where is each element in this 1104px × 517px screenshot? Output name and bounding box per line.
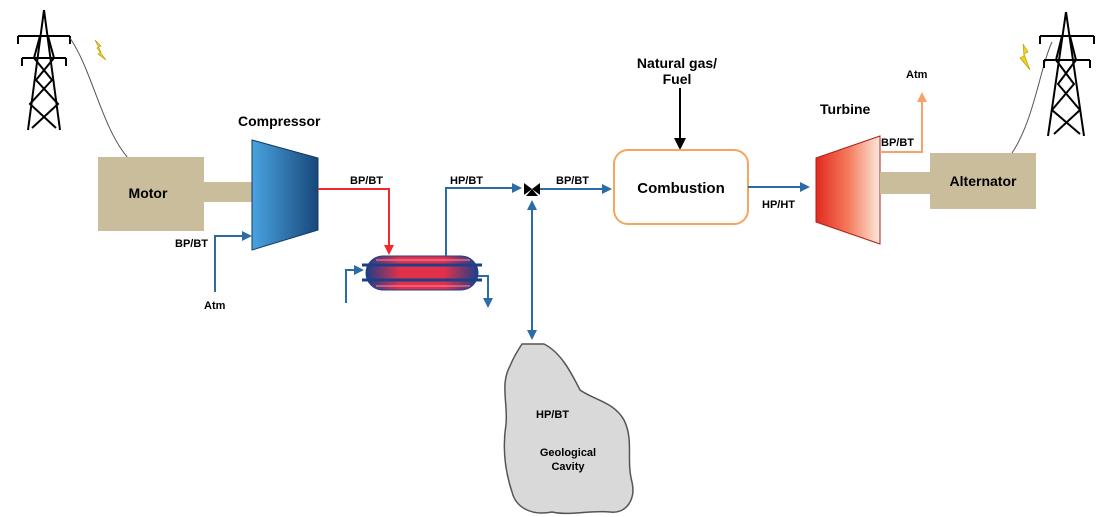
compressor-icon — [251, 139, 319, 251]
turbine-exhaust-pressure-label: BP/BT — [881, 137, 914, 149]
motor-box — [98, 157, 204, 231]
atm-outlet-label: Atm — [906, 69, 928, 81]
heat-exchanger-icon — [362, 255, 482, 291]
alternator-box — [930, 153, 1036, 209]
compressor-label: Compressor — [238, 113, 321, 129]
exchanger-outlet-pressure-label: HP/BT — [450, 175, 483, 187]
pylon-icon — [17, 9, 71, 131]
pylon-icon — [1039, 11, 1095, 137]
combustion-outlet-pressure-label: HP/HT — [762, 199, 795, 211]
coolant-outlet-line — [478, 275, 493, 308]
turbine-label: Turbine — [820, 101, 871, 117]
cavity-pressure-label: HP/BT — [536, 409, 569, 421]
lightning-icon — [1019, 43, 1031, 71]
valve-outlet-pressure-label: BP/BT — [556, 175, 589, 187]
compressor-inlet-pressure-label: BP/BT — [175, 238, 208, 250]
motor-label: Motor — [129, 185, 168, 201]
atm-inlet-label: Atm — [204, 300, 226, 312]
natural-gas-label-line1: Natural gas/ — [637, 55, 717, 71]
combustion-label: Combustion — [637, 180, 725, 197]
natural-gas-label-line2: Fuel — [663, 71, 692, 87]
compressor-outlet-line — [318, 188, 394, 255]
cavity-link-arrow-up — [527, 200, 537, 210]
power-cable-right — [1011, 41, 1053, 154]
turbine-exhaust-line — [880, 92, 927, 153]
alternator-label: Alternator — [950, 173, 1017, 189]
compressor-outlet-pressure-label: BP/BT — [350, 175, 383, 187]
coolant-inlet-line — [345, 265, 364, 303]
turbine-icon — [815, 135, 881, 245]
geological-cavity-shape — [503, 343, 634, 515]
cavity-label-line1: Geological — [540, 447, 596, 459]
cavity-link-arrow-down — [527, 330, 537, 340]
power-cable — [69, 37, 129, 159]
compressor-inlet-line — [214, 231, 252, 292]
cavity-label-line2: Cavity — [551, 461, 585, 473]
valve-icon — [524, 183, 540, 196]
exchanger-outlet-line — [445, 183, 522, 256]
motor-shaft — [204, 182, 252, 202]
lightning-icon — [94, 39, 107, 61]
turbine-shaft — [880, 172, 930, 194]
